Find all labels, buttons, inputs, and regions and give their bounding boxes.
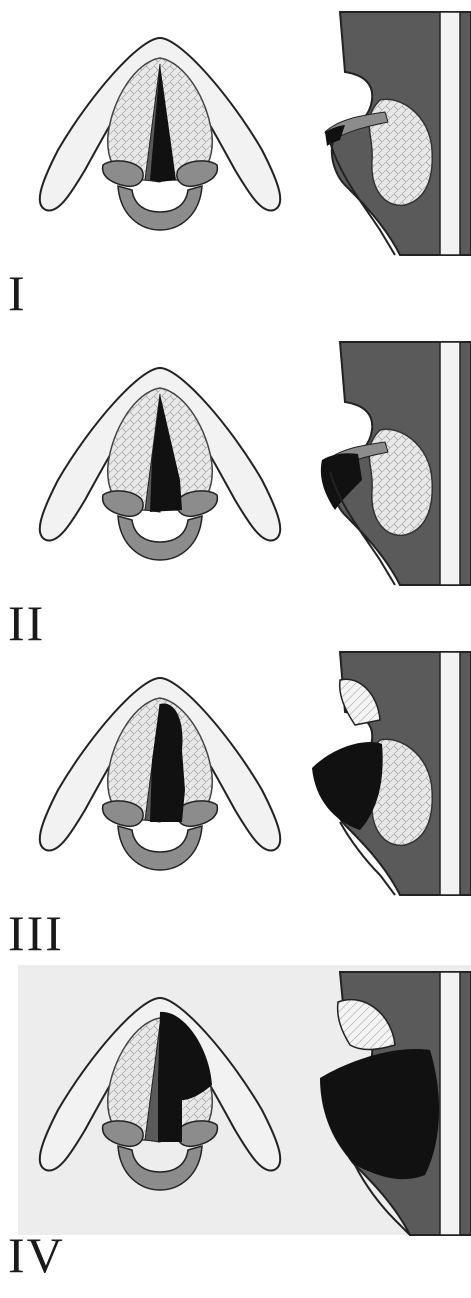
coronal-section-view xyxy=(325,12,471,255)
arytenoid-right xyxy=(177,1121,217,1146)
arytenoid-left xyxy=(103,1121,143,1146)
arytenoid-right xyxy=(177,161,217,186)
axial-larynx-view xyxy=(40,998,280,1190)
axial-larynx-view xyxy=(40,38,280,230)
stage-i-diagrams xyxy=(0,0,471,330)
cricoid-ring xyxy=(118,186,202,230)
stage-label: I xyxy=(8,268,27,318)
coronal-section-view xyxy=(321,342,471,585)
stage-iv-diagrams xyxy=(0,960,471,1298)
axial-larynx-view xyxy=(40,368,280,560)
stage-label: III xyxy=(8,908,64,958)
coronal-section-view xyxy=(312,652,471,895)
arytenoid-left xyxy=(103,801,143,826)
stage-ii-diagrams xyxy=(0,330,471,660)
thyroid-cartilage-strip xyxy=(440,12,460,255)
cricoid-ring xyxy=(118,516,202,560)
stage-ii-panel: II xyxy=(0,330,471,660)
cricoid-ring xyxy=(118,826,202,870)
arytenoid-right xyxy=(177,491,217,516)
thyroid-cartilage-strip xyxy=(440,652,460,895)
cricoid-ring xyxy=(118,1146,202,1190)
stage-label: IV xyxy=(8,1230,65,1280)
arytenoid-left xyxy=(103,491,143,516)
axial-larynx-view xyxy=(40,678,280,870)
coronal-section-view xyxy=(320,972,471,1235)
tumor xyxy=(320,1049,439,1179)
thyroid-cartilage-strip xyxy=(440,342,460,585)
thyroid-cartilage-strip xyxy=(440,972,460,1235)
stage-iii-panel: III xyxy=(0,640,471,970)
stage-iii-diagrams xyxy=(0,640,471,970)
arytenoid-left xyxy=(103,161,143,186)
stage-iv-panel: IV xyxy=(0,960,471,1298)
stage-i-panel: I xyxy=(0,0,471,330)
